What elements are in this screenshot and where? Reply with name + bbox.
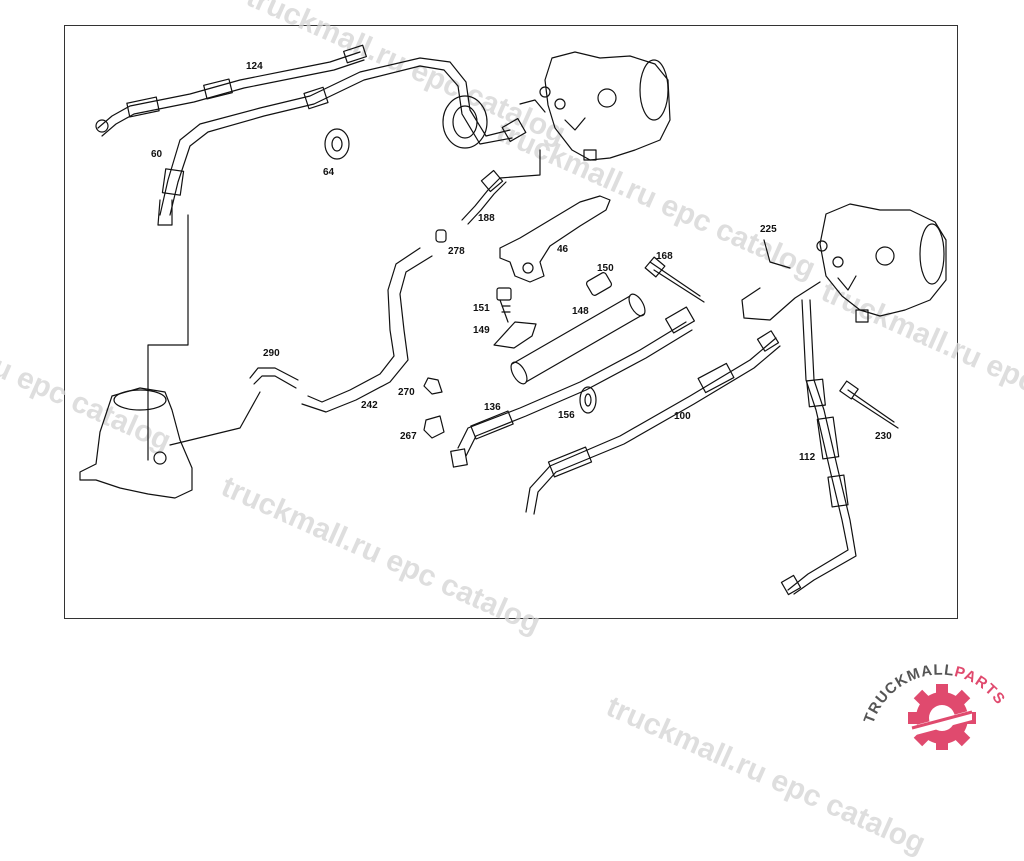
part-148-sleeve[interactable] — [508, 292, 648, 387]
label-290: 290 — [263, 348, 280, 359]
label-100: 100 — [674, 411, 691, 422]
part-60-hose[interactable] — [157, 57, 527, 226]
part-151-bolt[interactable] — [496, 287, 512, 323]
label-270: 270 — [398, 387, 415, 398]
power-steering-pump-upper — [499, 51, 671, 179]
diagram-frame — [64, 25, 958, 619]
label-148: 148 — [572, 306, 589, 317]
label-149: 149 — [473, 325, 490, 336]
label-60: 60 — [151, 149, 163, 160]
parts-diagram: 124 60 64 188 278 46 168 150 151 148 149… — [79, 44, 947, 596]
label-225: 225 — [760, 224, 777, 235]
part-278-clamp[interactable] — [435, 229, 447, 243]
part-149-clip[interactable] — [493, 321, 537, 349]
label-136: 136 — [484, 402, 501, 413]
part-100-hose[interactable] — [525, 330, 781, 515]
part-64-washer[interactable] — [324, 128, 350, 160]
part-230-tie[interactable] — [839, 380, 899, 429]
label-156: 156 — [558, 410, 575, 421]
part-150-spacer[interactable] — [585, 272, 613, 297]
label-267: 267 — [400, 431, 417, 442]
label-46: 46 — [557, 244, 569, 255]
truckmallparts-logo: TRUCKMALLPARTS — [861, 662, 1008, 750]
part-242-hose[interactable] — [301, 247, 433, 413]
reservoir-pump-lower-left — [79, 214, 261, 499]
part-156-washer[interactable] — [579, 386, 597, 414]
part-124-hose[interactable] — [95, 44, 367, 137]
part-270-clamp[interactable] — [423, 377, 443, 395]
gear-icon — [908, 684, 976, 750]
label-112: 112 — [799, 452, 816, 463]
label-64: 64 — [323, 167, 335, 178]
label-230: 230 — [875, 431, 892, 442]
part-168-tie[interactable] — [644, 256, 705, 303]
power-steering-pump-lower-right — [741, 203, 947, 323]
part-112-line[interactable] — [780, 299, 857, 596]
label-168: 168 — [656, 251, 673, 262]
label-278: 278 — [448, 246, 465, 257]
label-188: 188 — [478, 213, 495, 224]
label-151: 151 — [473, 303, 490, 314]
label-124: 124 — [246, 61, 263, 72]
part-267-clamp[interactable] — [423, 415, 445, 439]
label-150: 150 — [597, 263, 614, 274]
part-136-hose[interactable] — [450, 306, 695, 468]
label-242: 242 — [361, 400, 378, 411]
part-290-hose[interactable] — [249, 367, 299, 389]
part-188-fitting[interactable] — [461, 169, 507, 225]
part-46-bracket[interactable] — [499, 195, 611, 283]
